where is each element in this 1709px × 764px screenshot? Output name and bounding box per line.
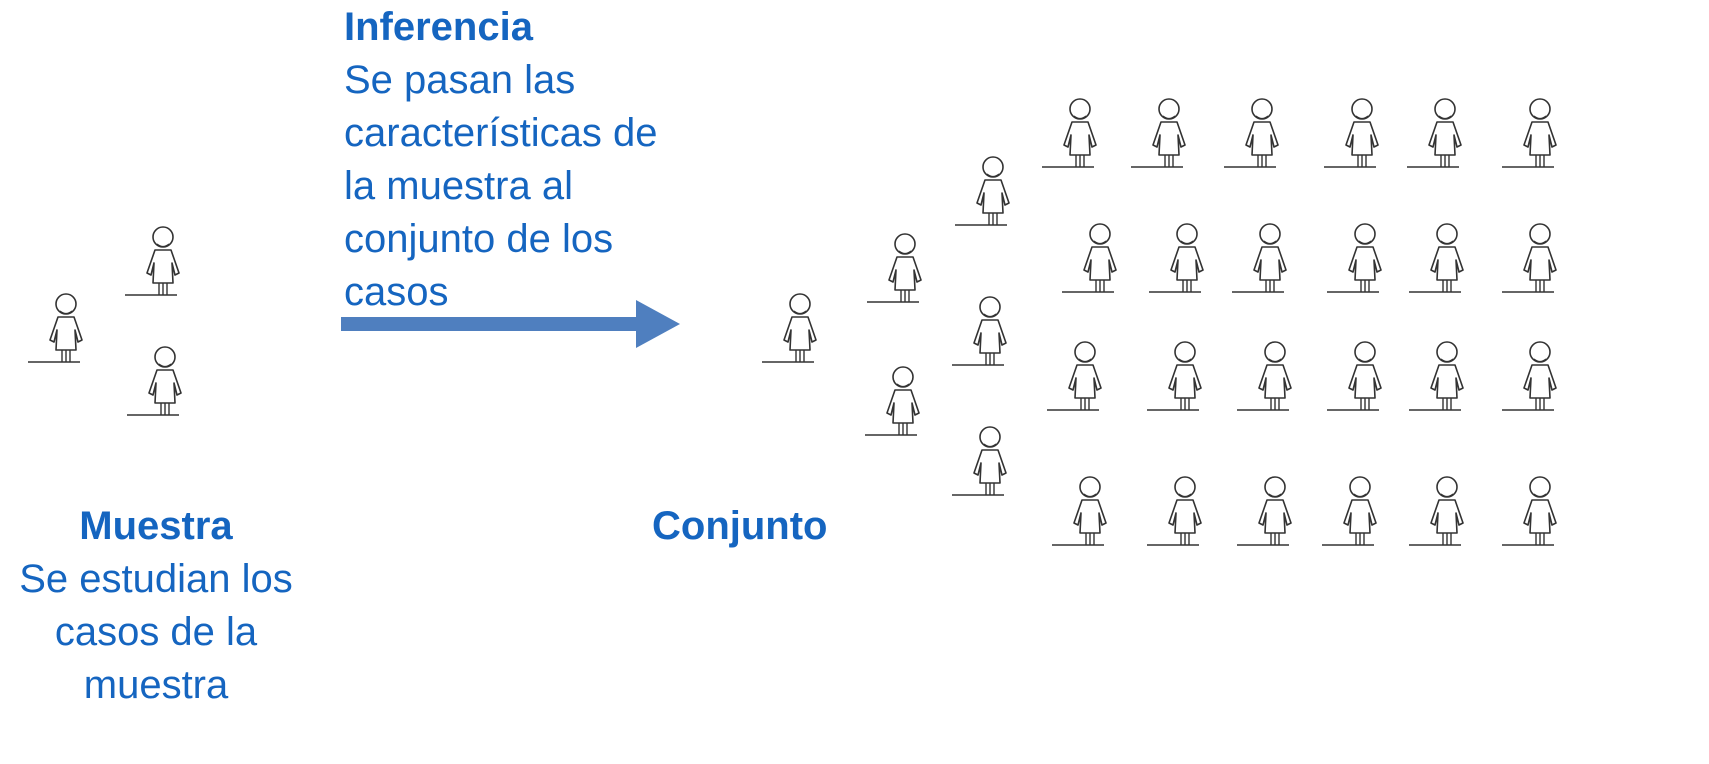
inference-line: características de — [344, 111, 658, 155]
inference-text-block: Inferencia Se pasan las características … — [344, 1, 764, 319]
set-person-icon — [1061, 223, 1117, 293]
set-person-icon — [1326, 341, 1382, 411]
set-person-icon — [1051, 476, 1107, 546]
sample-person-icon — [126, 346, 182, 416]
sample-title: Muestra — [79, 504, 233, 548]
sample-text-block: Muestra Se estudian los casos de la mues… — [0, 500, 312, 712]
set-person-icon — [761, 293, 817, 363]
set-person-icon — [1321, 476, 1377, 546]
set-person-icon — [1231, 223, 1287, 293]
set-person-icon — [1148, 223, 1204, 293]
set-person-icon — [1146, 476, 1202, 546]
set-person-icon — [1408, 476, 1464, 546]
set-person-icon — [951, 426, 1007, 496]
set-person-icon — [1501, 341, 1557, 411]
set-person-icon — [954, 156, 1010, 226]
set-person-icon — [1406, 98, 1462, 168]
set-person-icon — [866, 233, 922, 303]
set-person-icon — [1236, 341, 1292, 411]
set-person-icon — [1501, 476, 1557, 546]
inference-line: Se pasan las — [344, 58, 576, 102]
set-person-icon — [1146, 341, 1202, 411]
set-person-icon — [1408, 223, 1464, 293]
set-person-icon — [864, 366, 920, 436]
sample-line: Se estudian los — [19, 557, 293, 601]
sample-line: muestra — [83, 663, 229, 707]
set-person-icon — [951, 296, 1007, 366]
inference-line: la muestra al — [344, 164, 573, 208]
set-person-icon — [1326, 223, 1382, 293]
right-arrow-icon — [341, 300, 680, 348]
inference-line: conjunto de los — [344, 217, 614, 261]
inference-line: casos — [344, 270, 449, 314]
inference-title: Inferencia — [344, 5, 533, 49]
set-person-icon — [1501, 98, 1557, 168]
sample-person-icon — [27, 293, 83, 363]
set-person-icon — [1236, 476, 1292, 546]
sample-line: casos de la — [54, 610, 258, 654]
set-person-icon — [1408, 341, 1464, 411]
set-person-icon — [1323, 98, 1379, 168]
set-person-icon — [1046, 341, 1102, 411]
set-title: Conjunto — [652, 504, 828, 548]
set-person-icon — [1041, 98, 1097, 168]
sample-person-icon — [124, 226, 180, 296]
set-person-icon — [1501, 223, 1557, 293]
set-person-icon — [1223, 98, 1279, 168]
set-person-icon — [1130, 98, 1186, 168]
